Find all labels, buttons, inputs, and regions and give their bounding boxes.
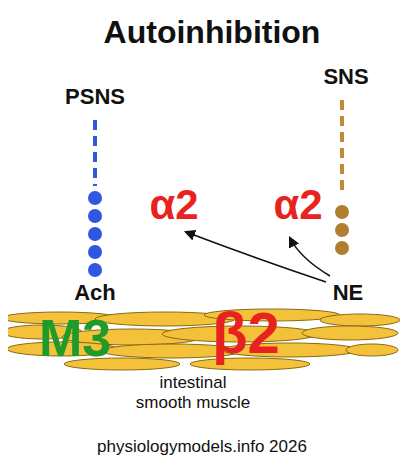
- psns-varicosities: [88, 191, 102, 277]
- sns-fiber: [340, 100, 344, 196]
- nervous-system-label: SNS: [323, 66, 368, 88]
- receptor-label: β2: [212, 304, 280, 362]
- muscle-cell: [346, 344, 398, 356]
- muscle-cell: [320, 314, 400, 326]
- muscle-cell: [302, 326, 398, 340]
- receptor-label: α2: [273, 184, 322, 226]
- nervous-system-label: PSNS: [65, 86, 125, 108]
- receptor-label: α2: [149, 184, 198, 226]
- watermark: physiologymodels.info 2026: [97, 438, 307, 455]
- receptor-label: M3: [39, 312, 111, 364]
- transmitter-label: NE: [333, 282, 364, 304]
- ne-to-alpha2-arrow: [290, 238, 330, 276]
- sns-varicosities: [335, 205, 349, 255]
- tissue-label: intestinal smooth muscle: [133, 373, 253, 414]
- diagram-title: Autoinhibition: [104, 16, 321, 48]
- muscle-band: M3 β2 intestinal smooth muscle: [8, 298, 400, 418]
- transmitter-label: Ach: [74, 282, 116, 304]
- psns-fiber: [93, 120, 97, 186]
